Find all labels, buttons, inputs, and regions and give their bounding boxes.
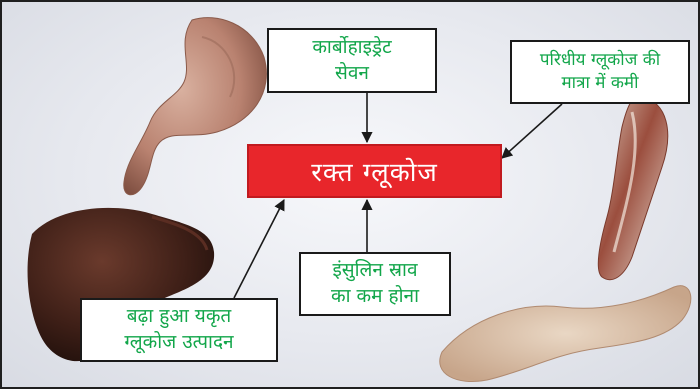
insulin-secretion-line2: का कम होना [331,284,419,310]
pancreas-illustration [440,286,691,382]
carbohydrate-intake-line2: सेवन [335,61,369,87]
arrow-liver-to-center [234,200,284,298]
liver-glucose-line1: बढ़ा हुआ यकृत [127,304,232,330]
arrow-peripheral-to-center [502,104,562,158]
liver-glucose-box: बढ़ा हुआ यकृत ग्लूकोज उत्पादन [80,298,278,362]
peripheral-glucose-line1: परिधीय ग्लूकोज की [540,49,660,72]
stomach-illustration [124,18,267,195]
insulin-secretion-box: इंसुलिन स्राव का कम होना [299,252,451,316]
blood-glucose-box: रक्त ग्लूकोज [247,144,502,198]
blood-glucose-label: रक्त ग्लूकोज [311,153,438,189]
muscle-illustration [598,97,668,280]
liver-glucose-line2: ग्लूकोज उत्पादन [124,330,233,356]
peripheral-glucose-box: परिधीय ग्लूकोज की मात्रा में कमी [510,40,690,104]
carbohydrate-intake-box: कार्बोहाइड्रेट सेवन [267,28,437,93]
insulin-secretion-line1: इंसुलिन स्राव [332,258,417,284]
peripheral-glucose-line2: मात्रा में कमी [562,72,639,95]
carbohydrate-intake-line1: कार्बोहाइड्रेट [312,35,391,61]
